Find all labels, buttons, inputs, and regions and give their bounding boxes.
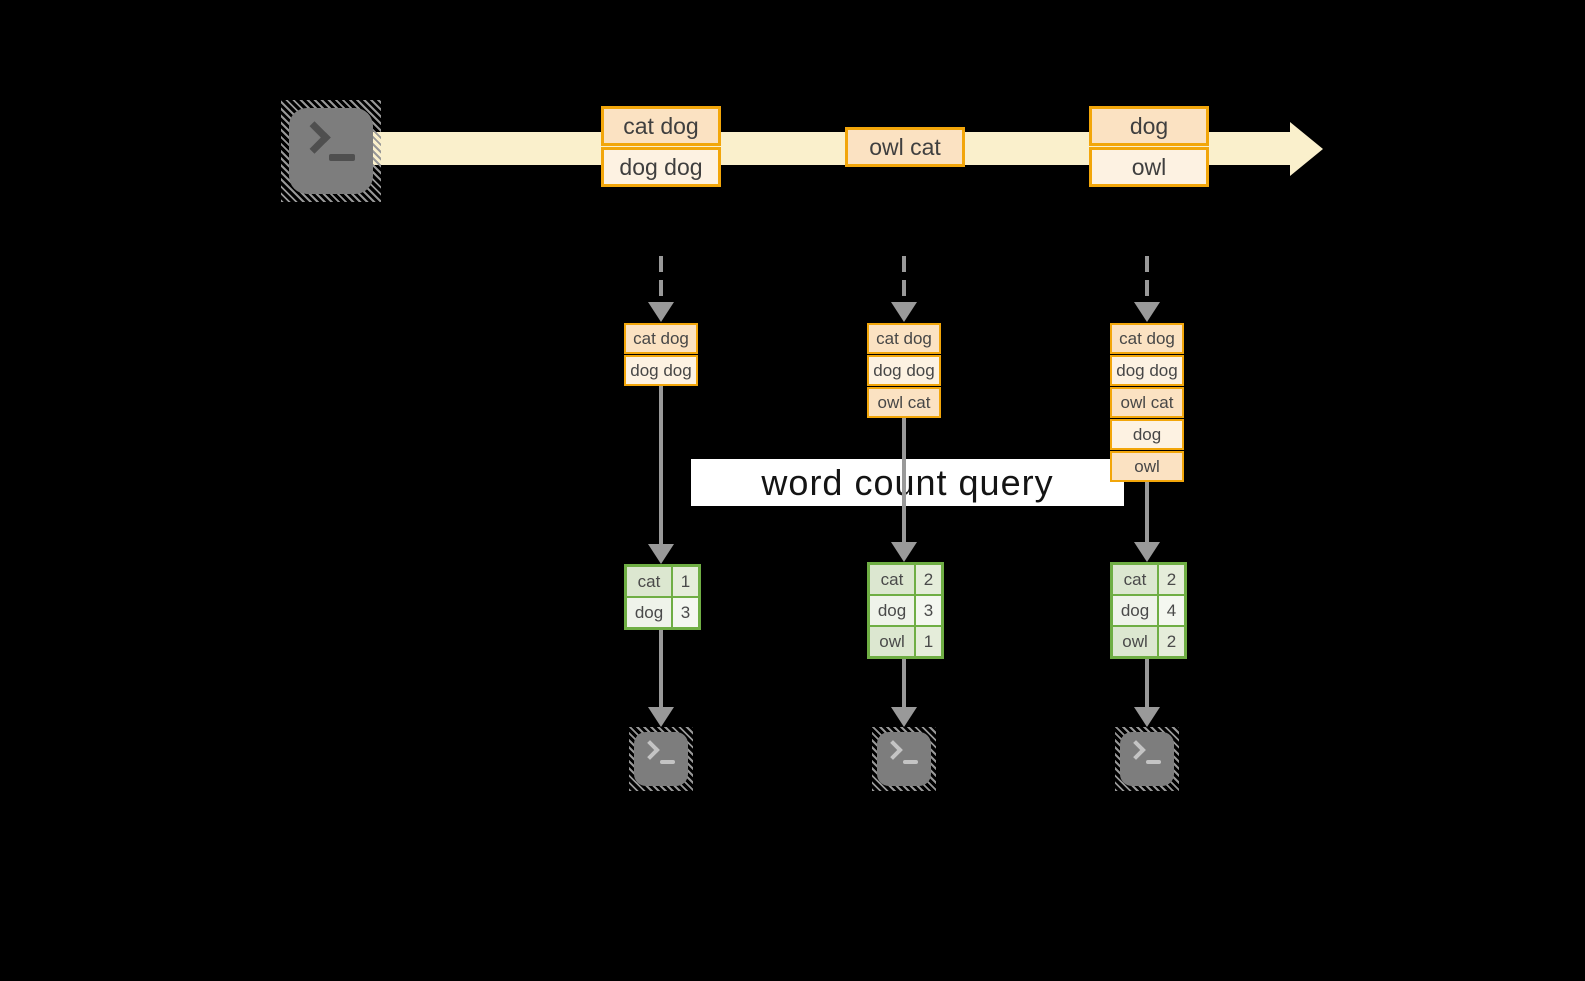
message-row: dog [1089,106,1209,146]
count-word-cell: cat [870,565,914,594]
message-row: owl [1110,451,1184,482]
message-row: cat dog [1110,323,1184,354]
message-row: owl cat [845,127,965,167]
stream-batch: owl cat [845,127,965,167]
count-value-cell: 3 [673,598,698,627]
output-terminal-icon [1115,727,1179,791]
terminal-screen [634,732,688,786]
count-value-cell: 4 [1159,596,1184,625]
prompt-underscore-icon [1146,760,1161,764]
message-row: dog dog [601,147,721,187]
query-arrow-line [902,418,906,542]
message-row: dog dog [1110,355,1184,386]
count-value-cell: 1 [673,567,698,596]
message-row: cat dog [601,106,721,146]
ingest-arrow-line [902,256,906,302]
message-row: owl [1089,147,1209,187]
count-word-cell: cat [1113,565,1157,594]
count-value-cell: 2 [916,565,941,594]
count-value-cell: 1 [916,627,941,656]
terminal-screen [877,732,931,786]
query-arrow-line [659,386,663,544]
count-value-cell: 3 [916,596,941,625]
count-word-cell: cat [627,567,671,596]
prompt-underscore-icon [903,760,918,764]
ingest-arrowhead-icon [891,302,917,322]
message-row: cat dog [624,323,698,354]
count-word-cell: dog [1113,596,1157,625]
prompt-chevron-icon [640,740,660,760]
output-arrowhead-icon [1134,707,1160,727]
count-value-cell: 2 [1159,627,1184,656]
prompt-underscore-icon [660,760,675,764]
count-word-cell: owl [1113,627,1157,656]
output-arrowhead-icon [648,707,674,727]
count-word-cell: dog [870,596,914,625]
prompt-underscore-icon [329,154,355,161]
terminal-screen [1120,732,1174,786]
query-banner: word count query [691,459,1124,506]
prompt-chevron-icon [298,121,331,154]
output-arrow-line [902,659,906,707]
ingest-arrowhead-icon [648,302,674,322]
message-row: cat dog [867,323,941,354]
ingest-arrowhead-icon [1134,302,1160,322]
count-word-cell: owl [870,627,914,656]
query-arrow-line [1145,482,1149,542]
message-row: dog [1110,419,1184,450]
prompt-chevron-icon [883,740,903,760]
ingest-arrow-line [659,256,663,302]
output-arrow-line [1145,659,1149,707]
query-arrowhead-icon [891,542,917,562]
query-arrowhead-icon [648,544,674,564]
stream-arrowhead-icon [1290,122,1323,176]
message-row: owl cat [1110,387,1184,418]
output-arrow-line [659,630,663,707]
source-terminal-icon [281,100,381,202]
output-arrowhead-icon [891,707,917,727]
ingest-arrow-line [1145,256,1149,302]
terminal-screen [289,108,373,194]
output-terminal-icon [629,727,693,791]
message-row: dog dog [867,355,941,386]
query-banner-label: word count query [761,461,1054,503]
query-arrowhead-icon [1134,542,1160,562]
prompt-chevron-icon [1126,740,1146,760]
message-row: owl cat [867,387,941,418]
message-row: dog dog [624,355,698,386]
count-word-cell: dog [627,598,671,627]
count-value-cell: 2 [1159,565,1184,594]
output-terminal-icon [872,727,936,791]
